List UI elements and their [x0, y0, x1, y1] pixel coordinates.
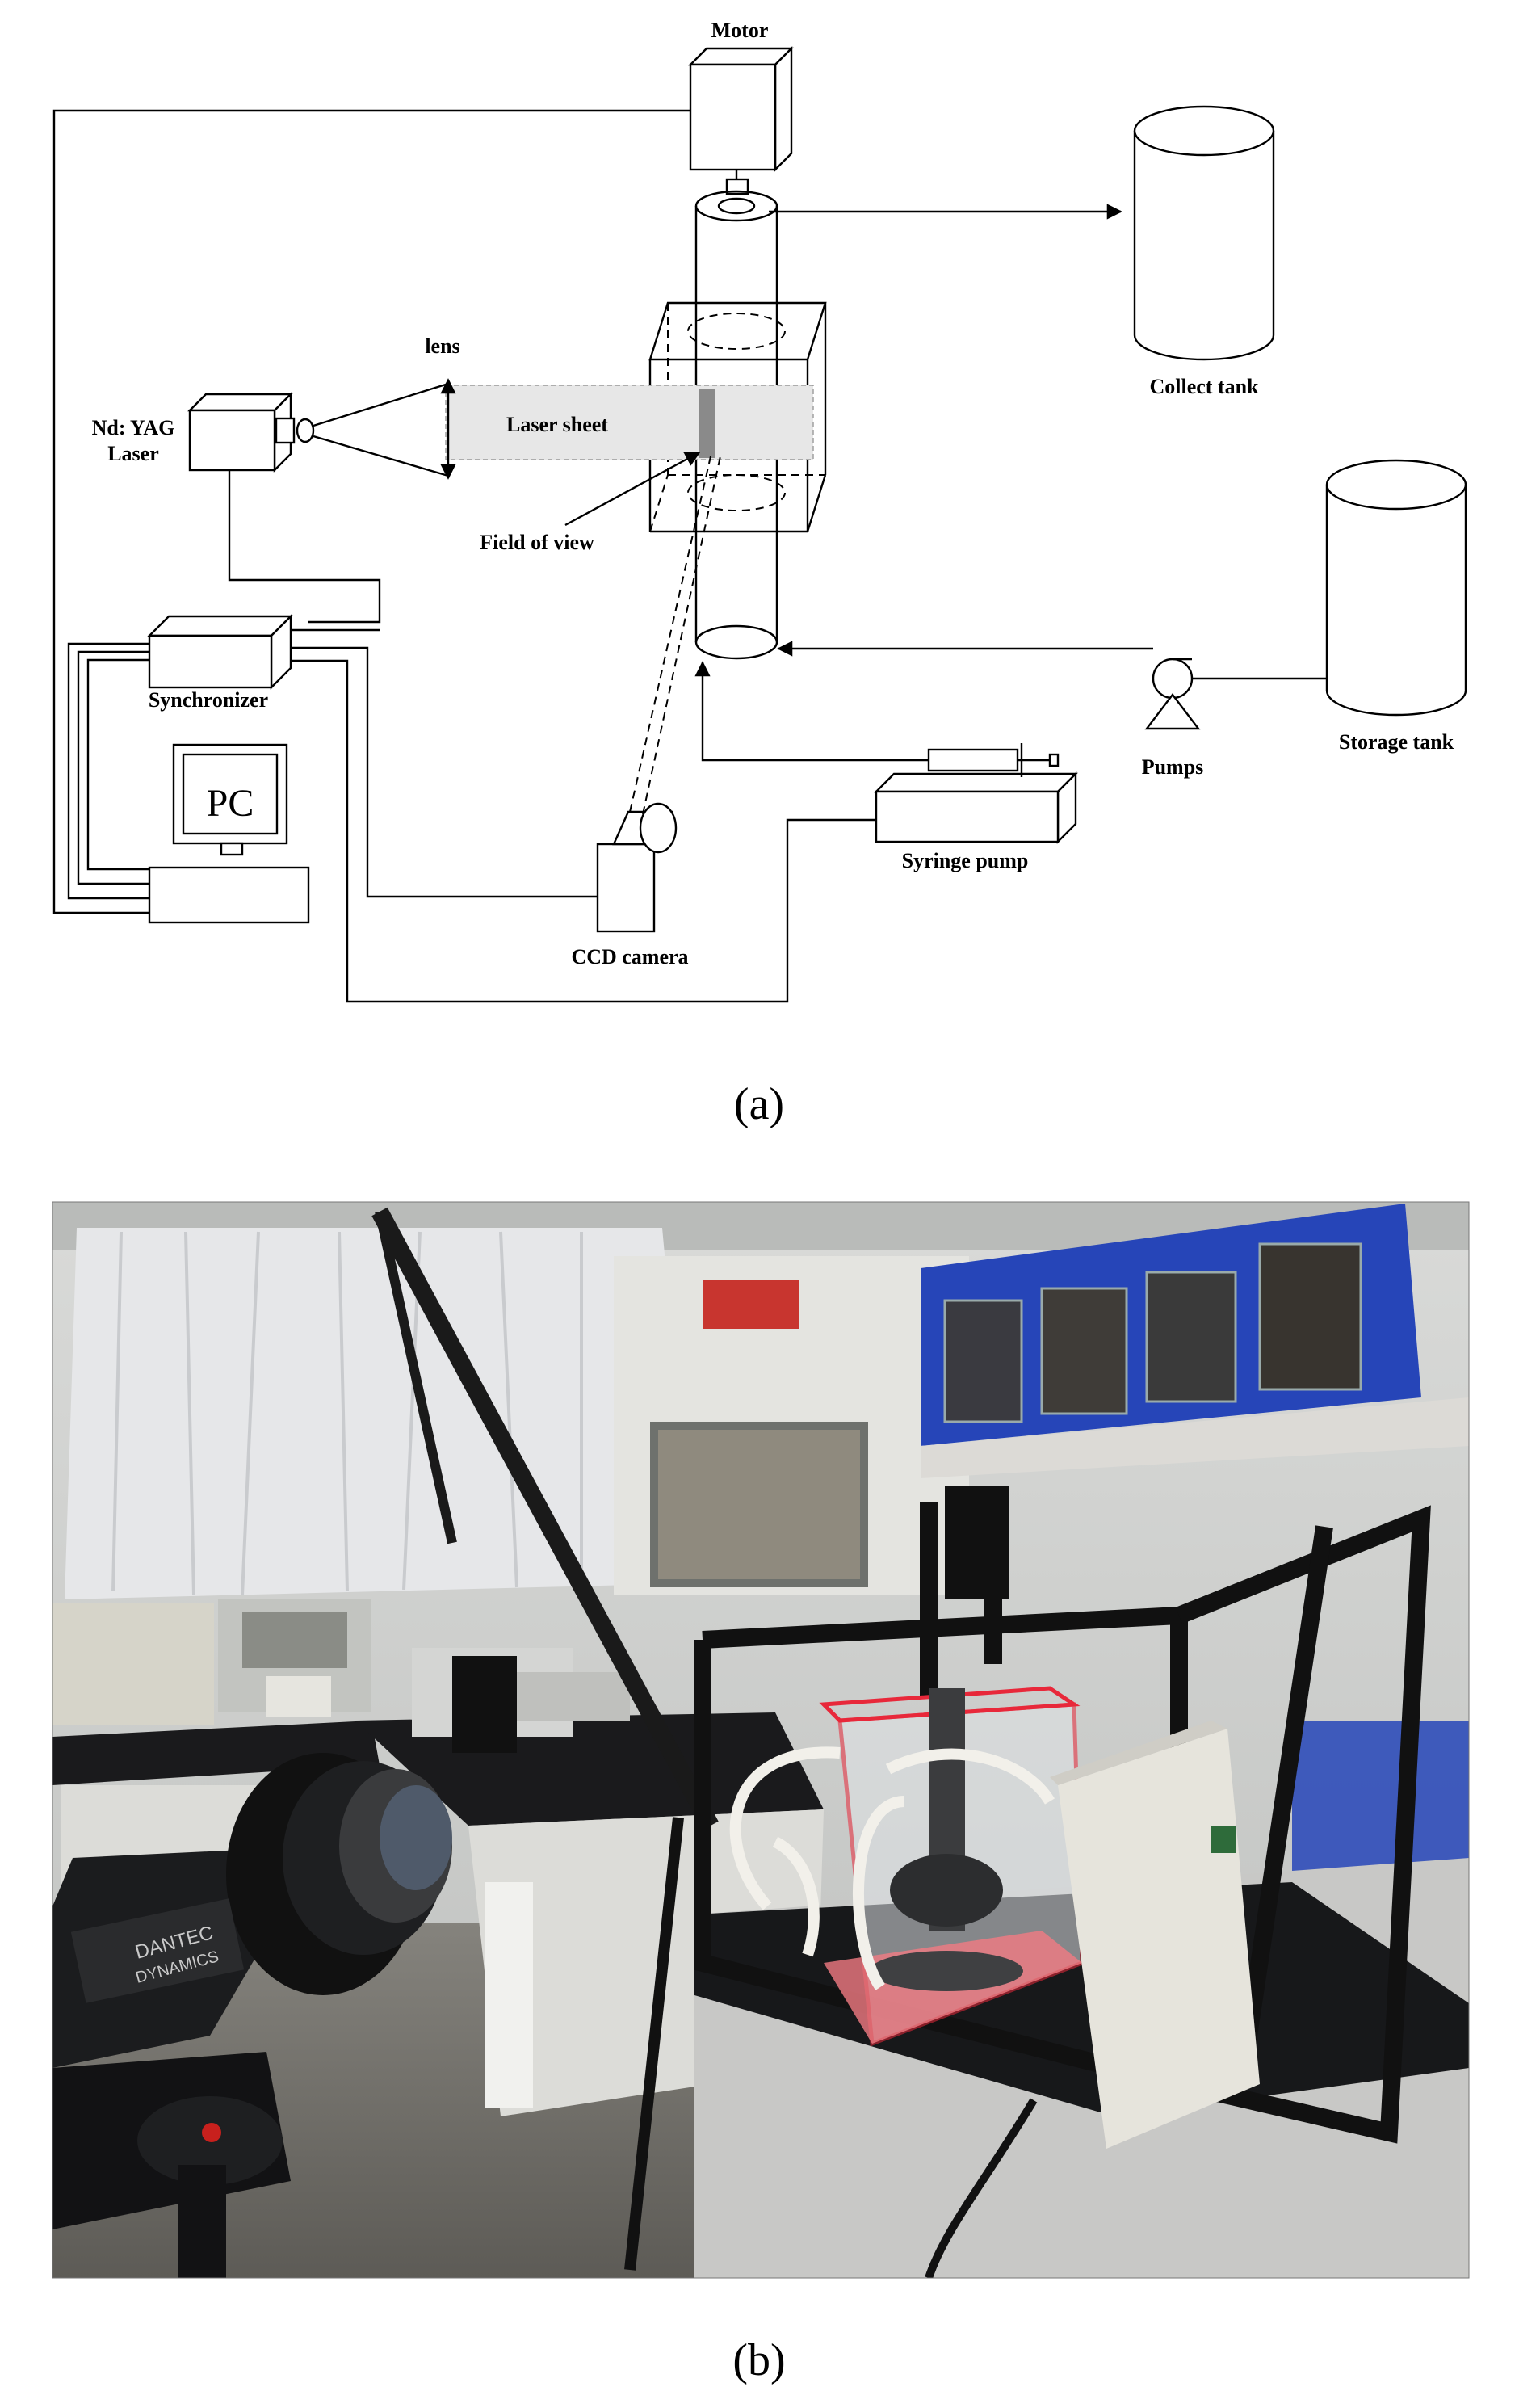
pc: PC	[148, 743, 310, 924]
sync-pc-wires	[67, 642, 149, 900]
caption-b: (b)	[732, 2335, 785, 2385]
pc-label: PC	[207, 782, 254, 825]
field-of-view-label: Field of view	[480, 531, 594, 554]
lab-photo-panel: DANTEC DYNAMICS	[52, 1201, 1470, 2279]
pumps: Pumps	[1142, 658, 1204, 779]
syringe-pump: Syringe pump	[874, 743, 1078, 872]
field-of-view-pointer	[564, 451, 701, 527]
sync-camera-wire	[291, 646, 598, 898]
camera-boom-arm	[371, 1207, 719, 1830]
motor: Motor	[688, 19, 794, 195]
collect-tank: Collect tank	[1133, 105, 1275, 398]
sync-syringe-wire	[291, 659, 876, 1003]
field-of-view-region	[699, 389, 715, 458]
synchronizer-label: Synchronizer	[149, 688, 268, 712]
nd-yag-laser: Nd: YAG Laser	[92, 382, 449, 477]
motor-sync-wire	[52, 109, 690, 914]
laser-sheet	[445, 385, 814, 460]
motor-label: Motor	[711, 19, 769, 42]
lens: lens	[425, 334, 460, 480]
storage-tank-label: Storage tank	[1339, 730, 1454, 754]
syringe-pump-label: Syringe pump	[902, 849, 1029, 872]
lens-label: lens	[425, 334, 459, 358]
blue-wall-cabinets	[921, 1204, 1421, 1446]
flow-tubes	[729, 1746, 1055, 1990]
storage-tank: Storage tank	[1325, 459, 1467, 754]
laser-sheet-label: Laser sheet	[506, 413, 608, 436]
pumps-label: Pumps	[1142, 755, 1204, 779]
controller-box	[1050, 1721, 1260, 2149]
ccd-camera-label: CCD camera	[571, 945, 688, 969]
laser-label-line2: Laser	[107, 442, 159, 465]
ccd-camera: CCD camera	[571, 456, 721, 969]
white-curtain	[65, 1228, 694, 1599]
syringe-line	[694, 661, 929, 762]
acrylic-tank	[819, 1686, 1085, 2047]
schematic-panel: Motor Laser sh	[52, 19, 1467, 1003]
laser-label-line1: Nd: YAG	[92, 416, 175, 439]
synchronizer: Synchronizer	[147, 614, 293, 712]
laser-sync-wire	[228, 470, 381, 624]
ccd-camera-photo: DANTEC DYNAMICS	[52, 1753, 452, 2068]
caption-a: (a)	[734, 1079, 784, 1129]
collect-tank-label: Collect tank	[1149, 375, 1259, 398]
tripod	[52, 2052, 291, 2278]
